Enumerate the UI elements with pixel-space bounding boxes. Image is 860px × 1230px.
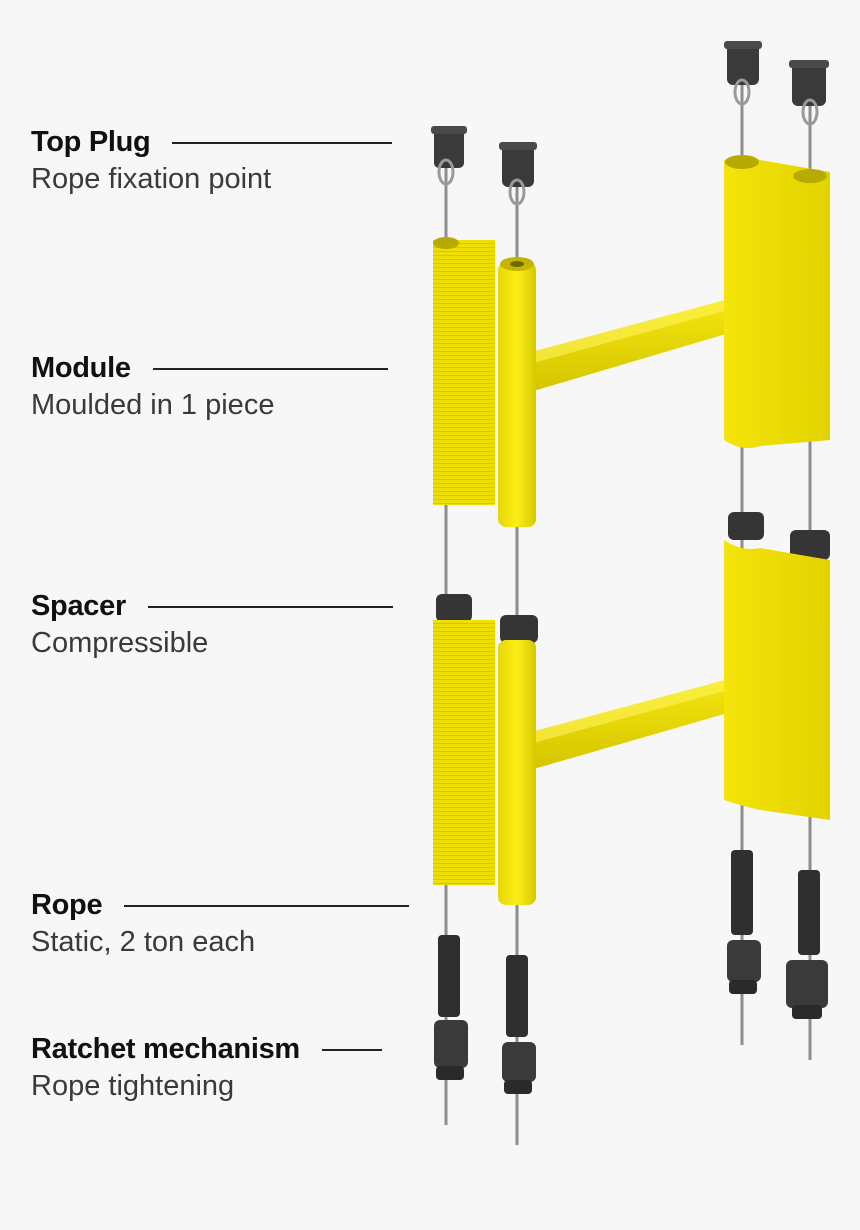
callout-description: Moulded in 1 piece: [31, 389, 275, 421]
callout-description: Static, 2 ton each: [31, 926, 256, 958]
callout-title: Ratchet mechanism: [31, 1033, 300, 1065]
module-upper: [433, 155, 830, 527]
top-plug: [431, 41, 829, 206]
callout-spacer: Spacer Compressible: [31, 590, 451, 660]
leader-line: [152, 367, 388, 370]
callout-title: Module: [31, 352, 131, 384]
callout-rope: Rope Static, 2 ton each: [31, 889, 451, 959]
callout-top-plug: Top Plug Rope fixation point: [31, 126, 451, 196]
leader-line: [172, 141, 393, 144]
callout-title: Spacer: [31, 590, 126, 622]
callout-description: Compressible: [31, 627, 209, 659]
callout-module: Module Moulded in 1 piece: [31, 352, 451, 422]
ratchet-mechanism: [434, 850, 828, 1094]
callout-ratchet-mechanism: Ratchet mechanism Rope tightening: [31, 1033, 451, 1103]
callout-description: Rope tightening: [31, 1070, 235, 1102]
leader-line: [321, 1048, 382, 1051]
callout-title: Rope: [31, 889, 103, 921]
callout-description: Rope fixation point: [31, 163, 272, 195]
spacer: [436, 512, 830, 643]
module-lower: [433, 540, 830, 905]
leader-line: [147, 605, 393, 608]
callout-title: Top Plug: [31, 126, 151, 158]
leader-line: [124, 904, 410, 907]
